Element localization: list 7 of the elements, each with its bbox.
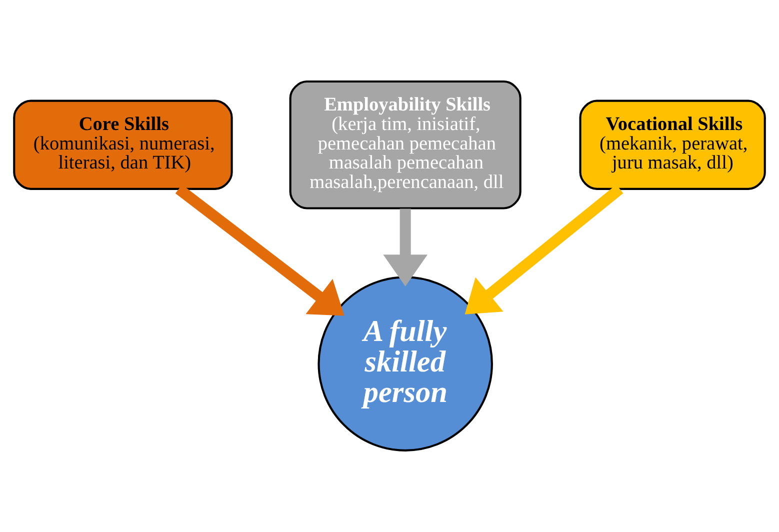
node-box: Vocational Skills (mekanik, perawat, juru masak, dll) (579, 100, 766, 190)
arrow (175, 184, 344, 316)
node-box: Core Skills (komunikasi, numerasi, literasi, dan TIK) (13, 100, 233, 190)
node-circle: A fully skilled person (318, 276, 493, 452)
arrow (464, 184, 624, 314)
node-box: Employability Skills (kerja tim, inisiatif, pemecahan pemecahan masalah pemecahan masalah,perencanaan, dll (289, 80, 522, 210)
arrow (383, 208, 428, 286)
